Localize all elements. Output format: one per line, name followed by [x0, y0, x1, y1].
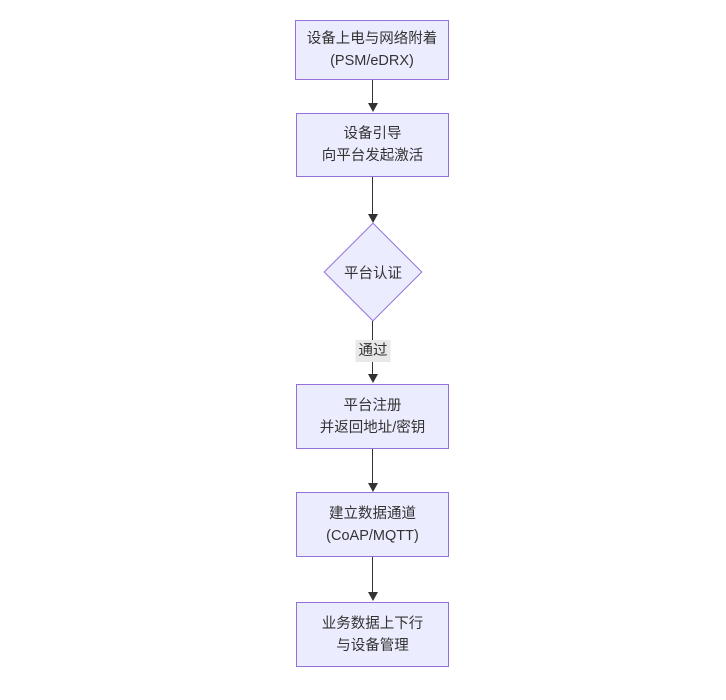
node-text-line: 平台注册 [343, 397, 402, 414]
node-text-line: 并返回地址/密钥 [319, 419, 426, 436]
edge-line-2 [372, 177, 373, 214]
arrowhead-icon [368, 374, 378, 383]
edge-line-1 [372, 80, 373, 105]
node-text-line: 设备上电与网络附着 [306, 31, 438, 47]
edge-line-4 [372, 449, 373, 483]
flow-node-platform-auth-decision: 平台认证 [323, 222, 423, 322]
flow-node-platform-register: 平台注册 并返回地址/密钥 [296, 384, 449, 449]
flow-node-data-channel: 建立数据通道 (CoAP/MQTT) [296, 492, 449, 557]
arrowhead-icon [368, 483, 378, 492]
node-text-line: 建立数据通道 [329, 505, 416, 522]
edge-label-pass: 通过 [355, 340, 391, 362]
arrowhead-icon [368, 103, 378, 112]
node-text-line: 平台认证 [344, 265, 402, 282]
arrowhead-icon [368, 214, 378, 223]
flow-node-device-bootstrap: 设备引导 向平台发起激活 [296, 113, 449, 177]
node-text-line: 向平台发起激活 [321, 148, 424, 164]
edge-line-5 [372, 557, 373, 592]
flow-node-power-network-attach: 设备上电与网络附着 (PSM/eDRX) [295, 20, 449, 80]
node-text-line: 与设备管理 [336, 637, 409, 654]
node-text-line: 设备引导 [343, 126, 402, 142]
node-text-line: (PSM/eDRX) [330, 53, 414, 69]
flow-node-business-data-device-mgmt: 业务数据上下行 与设备管理 [296, 602, 449, 667]
node-text-line: (CoAP/MQTT) [326, 527, 419, 544]
node-text-line: 业务数据上下行 [321, 615, 424, 632]
arrowhead-icon [368, 592, 378, 601]
